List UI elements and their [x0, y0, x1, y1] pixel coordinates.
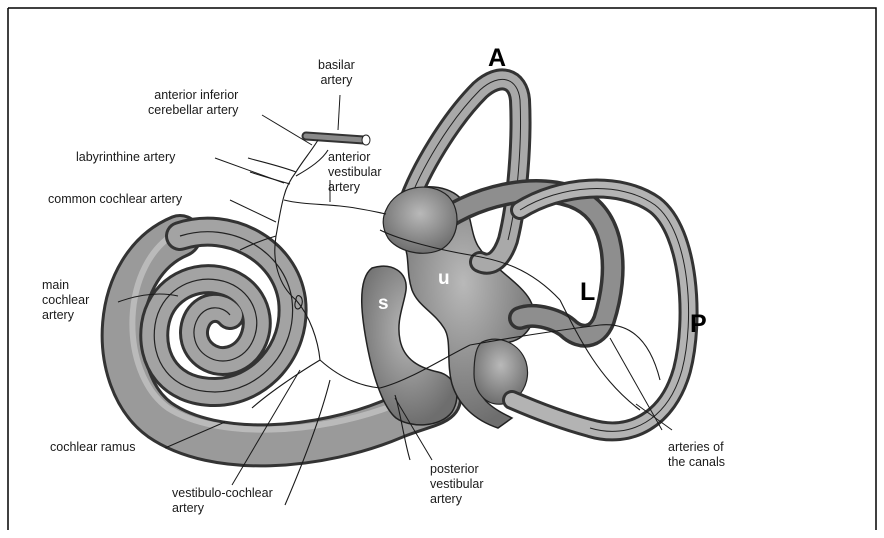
label-cochlear-ramus: cochlear ramus: [50, 440, 135, 455]
label-common-cochlear-artery: common cochlear artery: [48, 192, 182, 207]
canal-label-anterior: A: [488, 44, 506, 73]
leader-aica: [262, 115, 312, 145]
leader-common-cochlear: [230, 200, 276, 222]
canal-label-lateral: L: [580, 278, 595, 307]
saccule-letter: s: [378, 293, 389, 315]
leader-labyrinthine: [215, 158, 284, 183]
anterior-ampulla: [383, 187, 457, 253]
label-labyrinthine-artery: labyrinthine artery: [76, 150, 175, 165]
leader-basilar: [338, 95, 340, 130]
canal-label-posterior: P: [690, 310, 707, 339]
utricle-letter: u: [438, 268, 450, 290]
